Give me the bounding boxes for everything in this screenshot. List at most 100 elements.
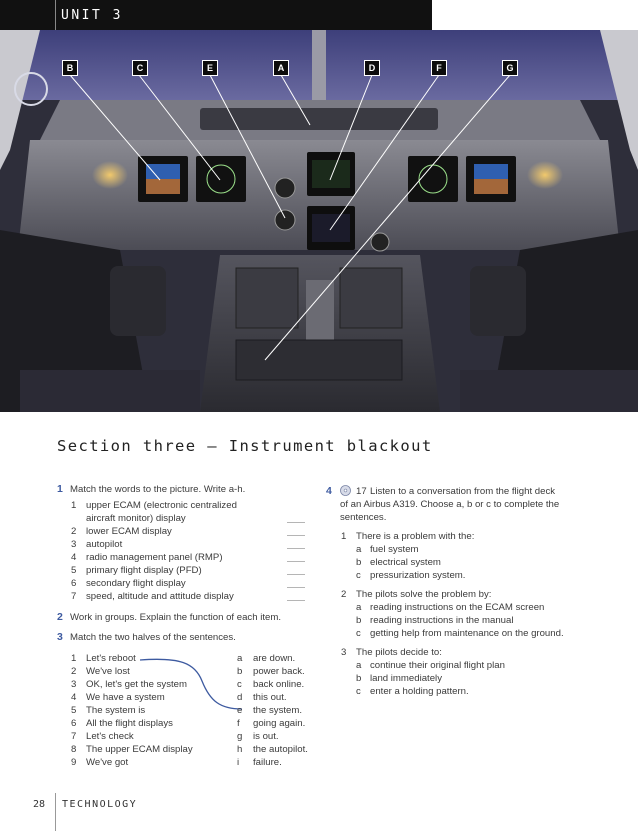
exercise-4-instruction: sentences. [340,512,387,523]
ex3-left-number: 2 [71,666,77,677]
ex3-right-text: power back. [253,666,305,677]
ex4-option-text[interactable]: reading instructions in the manual [370,615,514,626]
answer-blank[interactable] [287,522,305,523]
marker-b: B [62,60,78,76]
ex3-right-letter: g [237,731,243,742]
ex3-left-number: 6 [71,718,77,729]
marker-c: C [132,60,148,76]
exercise-2-instruction: Work in groups. Explain the function of … [70,612,281,623]
ex3-left-number: 9 [71,757,77,768]
ex1-item-text: secondary flight display [86,578,186,589]
ex3-left-number: 4 [71,692,77,703]
ex4-option-text[interactable]: land immediately [370,673,442,684]
exercise-3-instruction: Match the two halves of the sentences. [70,632,236,643]
ex4-option-text[interactable]: pressurization system. [370,570,466,581]
ex4-question-stem: There is a problem with the: [356,531,475,542]
ex3-right-letter: e [237,705,243,716]
ex4-option-text[interactable]: fuel system [370,544,419,555]
ex3-right-text: failure. [253,757,282,768]
ex4-option-letter: b [356,615,362,626]
ex4-option-letter: c [356,686,361,697]
ex1-item-text: speed, altitude and attitude display [86,591,234,602]
ex4-question-stem: The pilots decide to: [356,647,442,658]
answer-blank[interactable] [287,535,305,536]
ex4-option-text[interactable]: enter a holding pattern. [370,686,469,697]
ex3-left-number: 5 [71,705,77,716]
ex4-option-letter: a [356,602,362,613]
ex3-left-text: Let's reboot [86,653,136,664]
ex4-option-letter: b [356,557,362,568]
ex3-left-text: We've got [86,757,129,768]
ex3-left-number: 8 [71,744,77,755]
ex1-item-text: radio management panel (RMP) [86,552,223,563]
page-number: 28 [33,799,46,810]
ex1-item-text: primary flight display (PFD) [86,565,202,576]
ex1-item-number: 2 [71,526,77,537]
unit-header-band [0,0,432,30]
exercise-1-instruction: Match the words to the picture. Write a-… [70,484,246,495]
answer-blank[interactable] [287,574,305,575]
ex4-option-text[interactable]: continue their original flight plan [370,660,505,671]
marker-e: E [202,60,218,76]
ex3-right-letter: i [237,757,240,768]
answer-blank[interactable] [287,561,305,562]
exercise-3-number: 3 [57,631,63,643]
unit-label: UNIT 3 [61,8,123,23]
exercise-4-number: 4 [326,485,332,497]
ex1-item-text: upper ECAM (electronic centralized [86,500,237,511]
ex4-option-letter: a [356,544,362,555]
ex3-right-letter: d [237,692,243,703]
ex3-right-letter: b [237,666,243,677]
ex1-item-number: 1 [71,500,77,511]
audio-cd-icon[interactable] [340,485,351,496]
ex4-option-letter: a [356,660,362,671]
marker-f: F [431,60,447,76]
ex1-item-number: 4 [71,552,77,563]
exercise-4-instruction: Listen to a conversation from the flight… [370,486,556,497]
ex1-item-number: 7 [71,591,77,602]
unit-header-divider [55,0,56,30]
ex4-question-number: 3 [341,647,347,658]
ex1-item-number: 6 [71,578,77,589]
ex3-left-text: All the flight displays [86,718,173,729]
ex4-option-text[interactable]: electrical system [370,557,441,568]
ex3-left-text: OK, let's get the system [86,679,188,690]
ex3-right-text: the autopilot. [253,744,308,755]
ex4-question-number: 1 [341,531,347,542]
marker-g: G [502,60,518,76]
audio-track-number: 17 [356,486,367,497]
answer-blank[interactable] [287,587,305,588]
ex4-option-text[interactable]: getting help from maintenance on the gro… [370,628,564,639]
footer-section-label: TECHNOLOGY [62,799,138,810]
marker-a: A [273,60,289,76]
ex4-option-letter: b [356,673,362,684]
ex3-right-letter: c [237,679,242,690]
ex3-right-letter: a [237,653,243,664]
ex4-question-number: 2 [341,589,347,600]
exercise-4-instruction: of an Airbus A319. Choose a, b or c to c… [340,499,560,510]
ex3-right-text: is out. [253,731,279,742]
ex1-item-number: 5 [71,565,77,576]
ex3-left-number: 3 [71,679,77,690]
section-title: Section three – Instrument blackout [57,437,433,455]
ex4-question-stem: The pilots solve the problem by: [356,589,492,600]
cockpit-photo: B C E A D F G [0,30,638,412]
ex3-right-text: back online. [253,679,305,690]
footer-divider [55,793,56,831]
answer-blank[interactable] [287,548,305,549]
ex3-left-text: The system is [86,705,146,716]
exercise-2-number: 2 [57,611,63,623]
ex4-option-letter: c [356,570,361,581]
ex3-left-text: Let's check [86,731,134,742]
ex1-item-number: 3 [71,539,77,550]
ex3-right-text: this out. [253,692,287,703]
airplane-badge-icon [14,72,48,106]
answer-blank[interactable] [287,600,305,601]
ex4-option-text[interactable]: reading instructions on the ECAM screen [370,602,545,613]
ex3-right-text: are down. [253,653,296,664]
ex3-right-text: the system. [253,705,303,716]
ex3-left-number: 1 [71,653,77,664]
ex4-option-letter: c [356,628,361,639]
ex3-right-text: going again. [253,718,306,729]
ex3-right-letter: h [237,744,243,755]
